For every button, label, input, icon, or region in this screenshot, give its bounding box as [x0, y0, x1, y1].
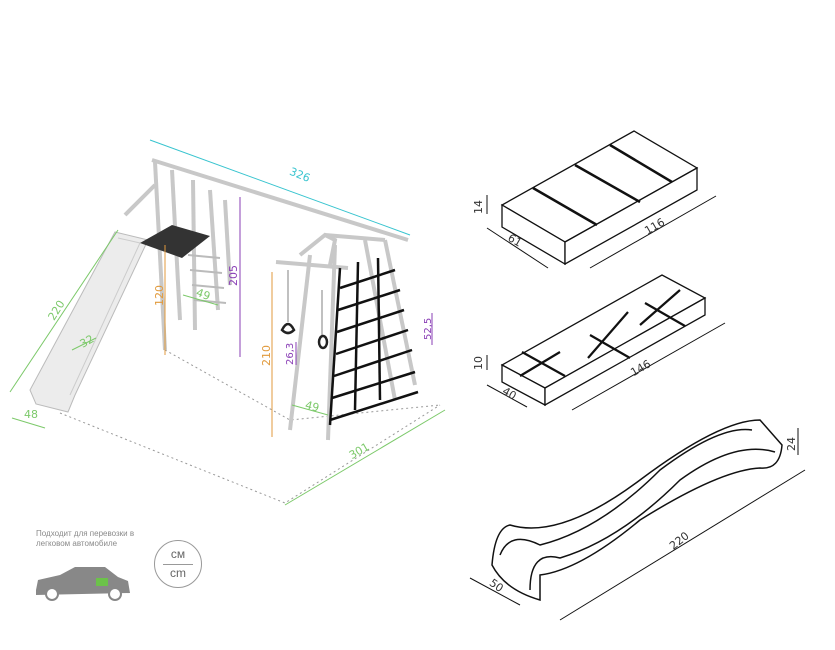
- label-49-left: 49: [194, 286, 212, 303]
- box2-width: 40: [500, 384, 519, 402]
- label-210: 210: [260, 345, 273, 366]
- label-205: 205: [227, 265, 240, 286]
- dim-line-48: [11, 417, 46, 429]
- label-32: 32: [78, 332, 97, 350]
- rope-net: [328, 257, 419, 426]
- ladder-rungs: [187, 254, 227, 304]
- units-badge: см cm: [154, 540, 202, 588]
- platform: [140, 225, 210, 258]
- box1-height: 14: [472, 200, 485, 214]
- slide-height: 24: [785, 437, 798, 451]
- slide: [29, 231, 149, 413]
- label-301: 301: [347, 440, 372, 462]
- slide-length: 220: [667, 529, 692, 552]
- dim-line-49-right: [291, 404, 329, 416]
- gymnastic-rings: [280, 270, 329, 350]
- label-52-5: 52,5: [423, 318, 434, 340]
- dim-line-301: [284, 409, 446, 506]
- package-box-2: [486, 274, 726, 411]
- units-ru: см: [170, 547, 186, 561]
- dim-line-326: [149, 139, 411, 236]
- package-box-1: [486, 130, 717, 269]
- units-divider: [163, 564, 193, 565]
- climbing-frame: [275, 232, 417, 441]
- car-icon: [36, 567, 130, 601]
- label-48: 48: [24, 408, 38, 421]
- transport-note: Подходит для перевозки в легковом автомо…: [36, 529, 135, 548]
- dim-line-32: [71, 337, 97, 351]
- dim-line-220: [9, 229, 119, 393]
- box2-height: 10: [472, 356, 485, 370]
- label-49-right: 49: [304, 398, 321, 414]
- label-120: 120: [153, 285, 166, 306]
- box1-width: 61: [505, 231, 524, 249]
- packed-slide: [469, 419, 806, 621]
- label-26-3: 26,3: [285, 343, 296, 365]
- units-en: cm: [170, 566, 186, 580]
- label-326: 326: [288, 165, 312, 185]
- dim-line-49-left: [182, 294, 219, 306]
- box2-length: 146: [628, 357, 653, 379]
